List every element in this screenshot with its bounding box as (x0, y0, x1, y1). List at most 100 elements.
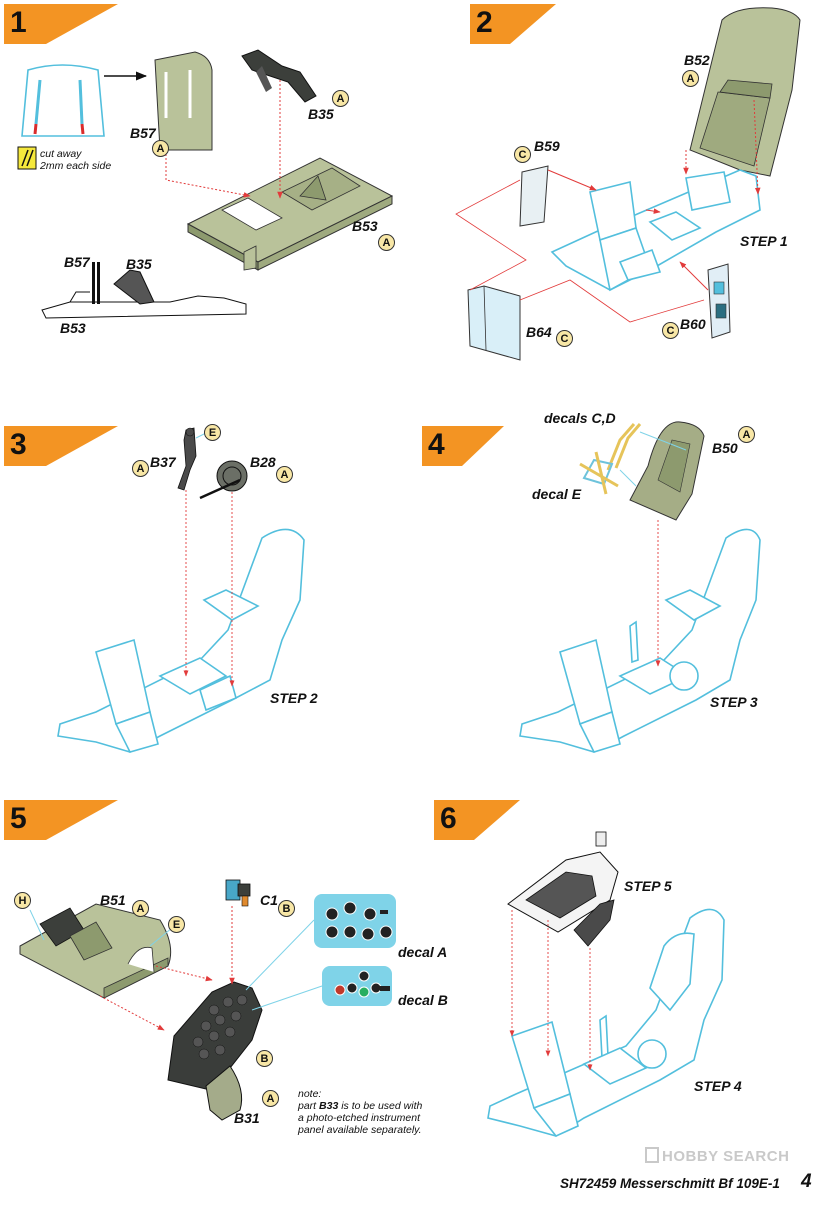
color-badge-a: A (276, 466, 293, 483)
cockpit-frame-step3 (57, 528, 305, 753)
arrow-b60 (679, 261, 709, 291)
color-badge-a: A (152, 140, 169, 157)
cut-away-line1: cut away (40, 148, 82, 160)
step-3-banner (4, 426, 118, 466)
label-decal-e: decal E (532, 486, 582, 502)
part-b37 (177, 427, 197, 491)
arrow-b51-right (155, 965, 213, 982)
step-2-banner (470, 4, 556, 44)
watermark: HOBBY SEARCH (662, 1148, 790, 1165)
note-line1: note: (298, 1088, 322, 1100)
step-1-number: 1 (10, 6, 27, 39)
label-b60: B60 (680, 316, 706, 332)
note-line2: part B33 is to be used with (298, 1100, 422, 1112)
h-leader (29, 909, 45, 941)
decal-e-leader-4 (619, 469, 637, 487)
color-badge-b: B (278, 900, 295, 917)
part-b28 (199, 460, 248, 500)
color-badge-c: C (662, 322, 679, 339)
color-badge-a: A (738, 426, 755, 443)
label-b57: B57 (130, 125, 156, 141)
label-b31: B31 (234, 1110, 260, 1126)
color-badge-c: C (514, 146, 531, 163)
label-decal-a: decal A (398, 944, 448, 960)
color-badge-a: A (132, 460, 149, 477)
step-4-number: 4 (428, 428, 445, 461)
guide-b59 (455, 179, 527, 291)
part-b50 (629, 421, 705, 521)
part-b64 (467, 285, 521, 361)
label-decals-cd: decals C,D (544, 410, 616, 426)
page-number: 4 (801, 1171, 812, 1192)
step-6-number: 6 (440, 802, 457, 835)
color-badge-h: H (14, 892, 31, 909)
label-b59: B59 (534, 138, 560, 154)
decal-a-artwork (314, 894, 396, 948)
part-b52 (689, 7, 801, 177)
step-5-banner (4, 800, 118, 840)
label-b52: B52 (684, 52, 710, 68)
step-6-banner (434, 800, 520, 840)
label-c1: C1 (260, 892, 278, 908)
guide-b64 (519, 279, 705, 323)
color-badge-a: A (332, 90, 349, 107)
note-line3: a photo-etched instrument (298, 1112, 420, 1124)
e-leader-5 (149, 927, 173, 947)
step-ref-5: STEP 5 (624, 878, 672, 894)
color-badge-c: C (556, 330, 573, 347)
step-ref-3: STEP 3 (710, 694, 758, 710)
color-badge-a: A (132, 900, 149, 917)
label-b64: B64 (526, 324, 552, 340)
cockpit-frame-step2 (550, 169, 761, 292)
arrow-inner (645, 208, 661, 214)
arrow-b59 (547, 169, 597, 191)
part-b59 (519, 165, 549, 227)
cut-away-line2: 2mm each side (40, 160, 112, 172)
part-c1 (225, 879, 251, 907)
decal-b-leader (251, 985, 323, 1011)
color-badge-e: E (204, 424, 221, 441)
label-b37: B37 (150, 454, 176, 470)
color-badge-a: A (262, 1090, 279, 1107)
label-b28: B28 (250, 454, 276, 470)
label-b57-side: B57 (64, 254, 90, 270)
step-2-number: 2 (476, 6, 493, 39)
label-b53-side: B53 (60, 320, 86, 336)
cockpit-frame-step4 (519, 528, 761, 753)
step-5-number: 5 (10, 802, 27, 835)
part-b60 (707, 263, 731, 339)
label-b51: B51 (100, 892, 126, 908)
arrow-b51-left (99, 995, 165, 1031)
color-badge-b: B (256, 1050, 273, 1067)
part-b35 (241, 49, 317, 103)
side-view (41, 262, 247, 319)
footer-title: SH72459 Messerschmitt Bf 109E-1 (560, 1176, 780, 1191)
note-part-b33: B33 (319, 1100, 339, 1112)
step-ref-4: STEP 4 (694, 1078, 742, 1094)
note-line2-c: is to be used with (338, 1100, 423, 1112)
note-line4: panel available separately. (298, 1124, 422, 1136)
label-b35: B35 (308, 106, 334, 122)
assembled-panel-step5 (507, 831, 619, 947)
part-b53 (186, 157, 394, 271)
step-1-banner (4, 4, 118, 44)
color-badge-a: A (378, 234, 395, 251)
part-b57 (154, 51, 213, 151)
part-b31 (167, 981, 263, 1121)
step-ref-1: STEP 1 (740, 233, 788, 249)
decal-b-artwork (322, 966, 392, 1006)
label-b50: B50 (712, 440, 738, 456)
step-4-banner (422, 426, 504, 466)
arrow-b57-to-floor (165, 150, 251, 198)
note-block: note: part B33 is to be used with a phot… (298, 1088, 422, 1136)
watermark-logo (645, 1147, 659, 1163)
color-badge-e: E (168, 916, 185, 933)
harness-decals (579, 423, 642, 495)
note-line2-a: part (298, 1100, 320, 1112)
cut-away-detail (17, 64, 105, 170)
decal-a-leader (245, 919, 315, 991)
decal-cd-leader (639, 431, 687, 451)
step-3-number: 3 (10, 428, 27, 461)
cockpit-frame-step6 (487, 908, 725, 1137)
